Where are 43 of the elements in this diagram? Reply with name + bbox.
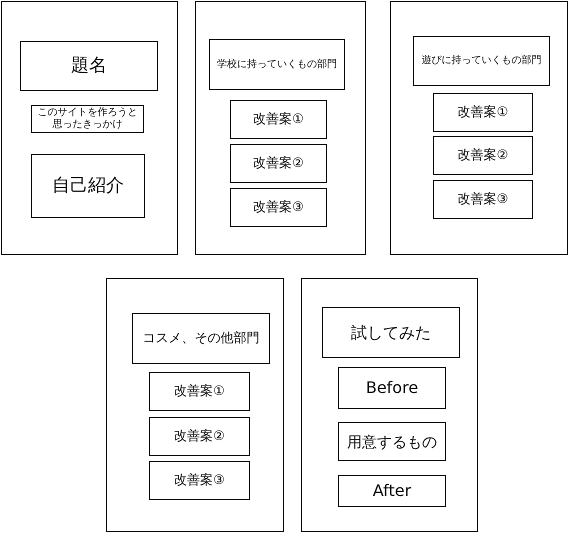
section-box [149, 372, 250, 411]
section-box [413, 36, 550, 86]
section-box [433, 136, 533, 175]
section-box [149, 417, 250, 456]
section-box [322, 307, 460, 358]
section-box [230, 100, 327, 139]
section-box [338, 367, 446, 409]
box-label: 改善案③ [253, 200, 304, 216]
page-frame [106, 278, 284, 532]
box-label: Before [366, 378, 418, 398]
section-box [338, 475, 446, 507]
box-label: 改善案② [458, 148, 508, 164]
box-label: このサイトを作ろうと思ったきっかけ [36, 107, 138, 131]
box-label: 学校に持っていくもの部門 [217, 58, 337, 70]
box-label: コスメ、その他部門 [142, 330, 260, 346]
section-box [31, 154, 145, 218]
box-label: 改善案① [174, 384, 225, 400]
section-box [433, 180, 533, 219]
section-box [20, 41, 158, 91]
box-label: 遊びに持っていくもの部門 [422, 55, 542, 67]
box-label: 改善案③ [458, 192, 508, 208]
section-box [149, 461, 250, 500]
box-label: 改善案② [174, 428, 225, 444]
box-label: 改善案③ [174, 472, 225, 488]
box-label: 用意するもの [347, 432, 437, 450]
box-label: 改善案② [253, 156, 304, 172]
section-box [31, 105, 144, 133]
page-frame [195, 1, 366, 255]
box-label: 自己紹介 [52, 175, 124, 197]
section-box [338, 422, 446, 461]
box-label: 改善案① [253, 112, 304, 128]
section-box [132, 313, 270, 364]
page-frame [390, 1, 568, 255]
box-label: 改善案① [458, 104, 508, 120]
box-label: After [372, 481, 412, 501]
box-label: 試してみた [351, 322, 431, 342]
page-frame [1, 1, 178, 255]
box-label: 題名 [71, 55, 107, 77]
section-box [433, 93, 533, 132]
section-box [230, 188, 327, 227]
section-box [230, 144, 327, 183]
page-frame [301, 278, 478, 532]
section-box [209, 39, 345, 90]
